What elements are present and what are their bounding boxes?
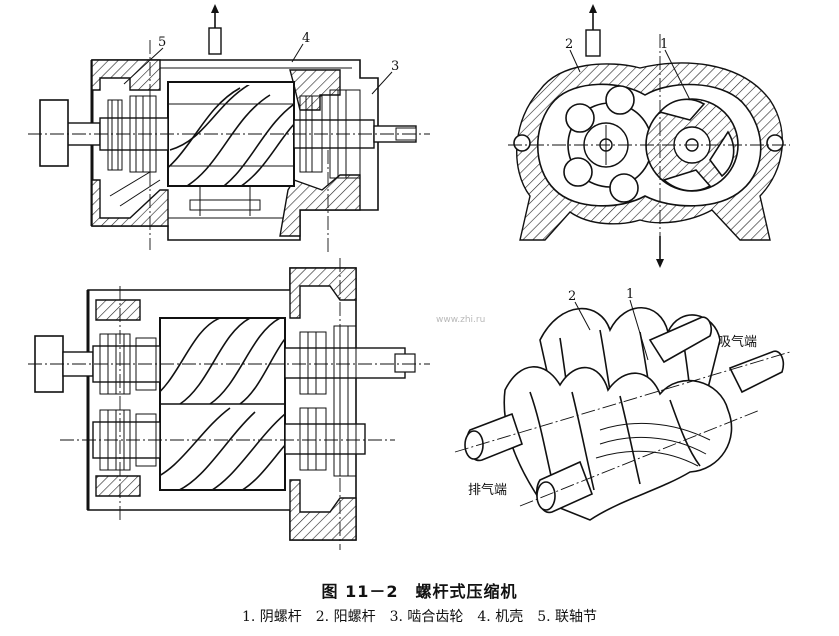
- callout-2-top-right: 2: [565, 37, 573, 52]
- longitudinal-section-top: 5 4 3: [28, 4, 430, 252]
- plan-section-bottom-left: [28, 258, 430, 550]
- watermark: www.zhi.ru: [436, 315, 485, 325]
- figure-caption-legend: 1. 阴螺杆 2. 阳螺杆 3. 啮合齿轮 4. 机壳 5. 联轴节: [241, 609, 598, 625]
- callout-1-top-right: 1: [660, 37, 668, 52]
- figure-caption-title: 图 11－2 螺杆式压缩机: [321, 582, 518, 601]
- callout-4-top: 4: [302, 31, 310, 46]
- suction-end-label: 吸气端: [718, 334, 757, 350]
- cross-section-top-right: 2 1: [508, 4, 790, 268]
- callout-5-top: 5: [158, 35, 166, 50]
- callout-1-perspective: 1: [626, 287, 634, 302]
- callout-2-perspective: 2: [568, 289, 576, 304]
- rotor-pair-perspective: 2 1 吸气端 排气端: [454, 287, 791, 521]
- discharge-end-label: 排气端: [468, 482, 507, 498]
- callout-3-top: 3: [391, 59, 399, 74]
